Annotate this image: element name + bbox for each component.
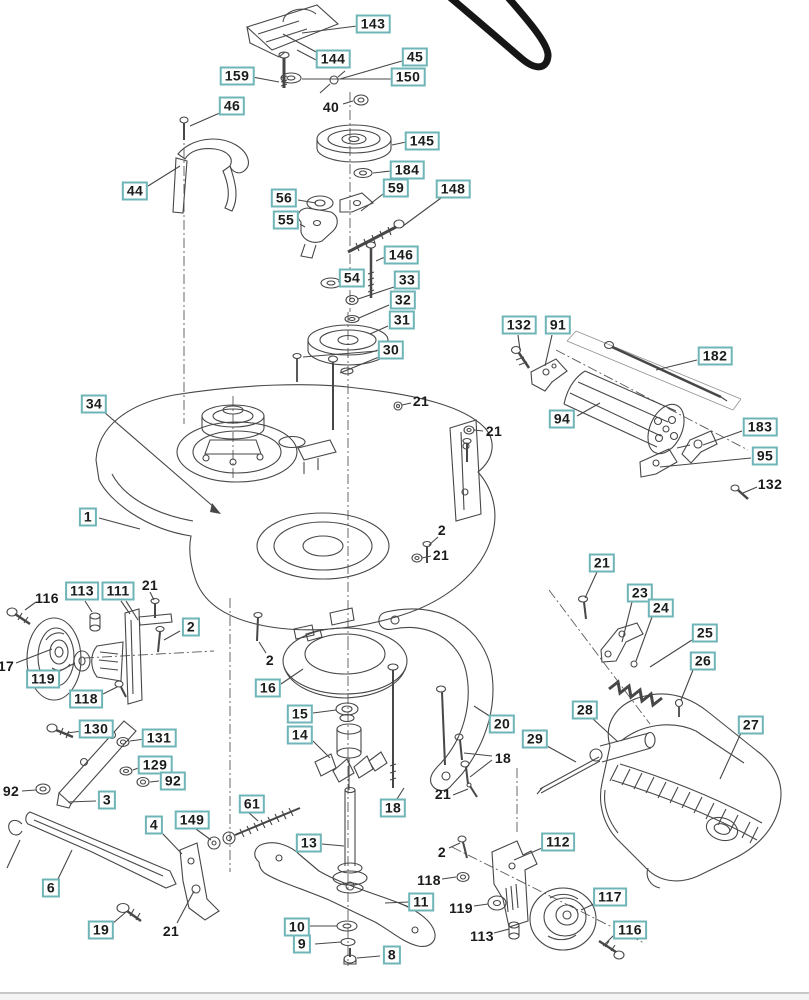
leader-line-26 [680, 669, 694, 701]
leader-line-144 [296, 49, 319, 62]
leader-line-132 [742, 486, 758, 494]
bottom-panel-edge [0, 994, 809, 1000]
leader-line-8 [356, 955, 381, 959]
leader-line-112 [513, 847, 543, 861]
deck-housing [95, 384, 496, 642]
leader-line-9 [314, 941, 342, 945]
leader-line-4 [161, 832, 183, 855]
roller-assembly [510, 330, 749, 500]
leader-line-21 [176, 890, 195, 924]
leader-line-55 [299, 223, 306, 228]
leader-line-56 [297, 199, 317, 204]
leader-line-91 [544, 334, 553, 367]
leader-line-111 [120, 600, 131, 615]
leader-line-11 [384, 901, 410, 904]
leader-line-92 [149, 780, 160, 783]
leader-line-20 [473, 705, 492, 718]
leader-line-25 [649, 639, 693, 668]
leader-line-1 [98, 517, 141, 530]
leader-line-118 [98, 686, 118, 697]
leader-line-148 [402, 197, 442, 227]
leader-line-24 [635, 616, 653, 662]
belt-guide [172, 116, 249, 214]
leader-line-46 [189, 111, 223, 127]
leader-line-21 [584, 571, 598, 599]
idler-bracket [245, 4, 340, 88]
chute-pivot-hardware [536, 595, 684, 795]
leader-line-146 [375, 256, 386, 262]
centerlines [83, 92, 749, 966]
leader-line-92 [21, 789, 37, 792]
leader-line-17 [15, 648, 53, 664]
leader-line-159 [251, 76, 280, 83]
leader-line-95 [659, 457, 752, 468]
leader-line-45 [339, 60, 403, 80]
leader-line-18 [463, 752, 493, 757]
leader-line-33 [357, 286, 395, 300]
leader-line-184 [372, 170, 392, 174]
leader-line-31 [369, 325, 389, 335]
leader-line-29 [546, 745, 577, 763]
bottom-panel-divider [0, 992, 809, 994]
leader-line-116 [24, 601, 37, 611]
leader-line-23 [621, 601, 633, 643]
leader-line-14 [312, 740, 331, 759]
leader-line-15 [312, 709, 337, 714]
deck-bracket-arm [378, 608, 494, 798]
leader-line-30 [302, 350, 378, 358]
leader-line-113 [493, 928, 510, 934]
leader-line-2 [258, 641, 267, 654]
leader-line-19 [111, 911, 127, 925]
leader-line-149 [195, 828, 212, 841]
leader-line-27 [719, 732, 742, 780]
drive-belt [447, 0, 552, 71]
leader-line-183 [702, 430, 743, 446]
leader-line-21 [452, 788, 469, 796]
idler-hardware-stack [280, 70, 405, 430]
leader-line-113 [84, 600, 93, 613]
leader-line-30 [339, 356, 380, 374]
leader-line-182 [655, 359, 698, 371]
leader-line-21 [149, 591, 155, 601]
leader-line-34 [103, 411, 216, 509]
leader-line-44 [147, 165, 181, 187]
leader-line-143 [301, 25, 358, 34]
mandrel-stack [282, 627, 408, 894]
leader-line-28 [591, 717, 619, 743]
leader-line-59 [360, 193, 384, 212]
leader-line-18 [469, 759, 493, 778]
leader-line-111 [125, 600, 139, 621]
leader-line-2 [428, 536, 439, 546]
leader-line-40 [342, 100, 354, 105]
leader-line-145 [391, 141, 407, 146]
leader-line-94 [576, 402, 601, 417]
leader-line-129 [132, 766, 142, 771]
leader-line-32 [358, 304, 390, 319]
lift-linkage [8, 720, 301, 923]
leader-line-18 [396, 787, 405, 800]
leader-line-131 [129, 738, 146, 742]
leader-line-132 [517, 334, 521, 351]
leader-line-116 [602, 934, 615, 947]
right-gauge-wheel [456, 835, 625, 960]
leader-line-2 [448, 842, 461, 849]
leader-line-3 [67, 800, 97, 803]
leader-line-13 [321, 843, 345, 847]
leader-line-119 [473, 903, 489, 907]
leader-line-6 [57, 849, 73, 880]
leader-line-21 [401, 402, 412, 406]
leader-line-16 [280, 668, 304, 685]
leader-line-118 [441, 876, 457, 880]
leader-lines [6, 25, 758, 959]
leader-line-21 [421, 555, 432, 559]
leader-line-144 [282, 33, 319, 54]
leader-line-2 [163, 630, 181, 641]
discharge-chute [599, 693, 782, 889]
leader-line-5 [6, 839, 21, 869]
line-art [6, 4, 782, 965]
leader-line-21 [473, 429, 484, 432]
left-gauge-wheel [6, 597, 173, 705]
leader-line-61 [247, 811, 259, 822]
